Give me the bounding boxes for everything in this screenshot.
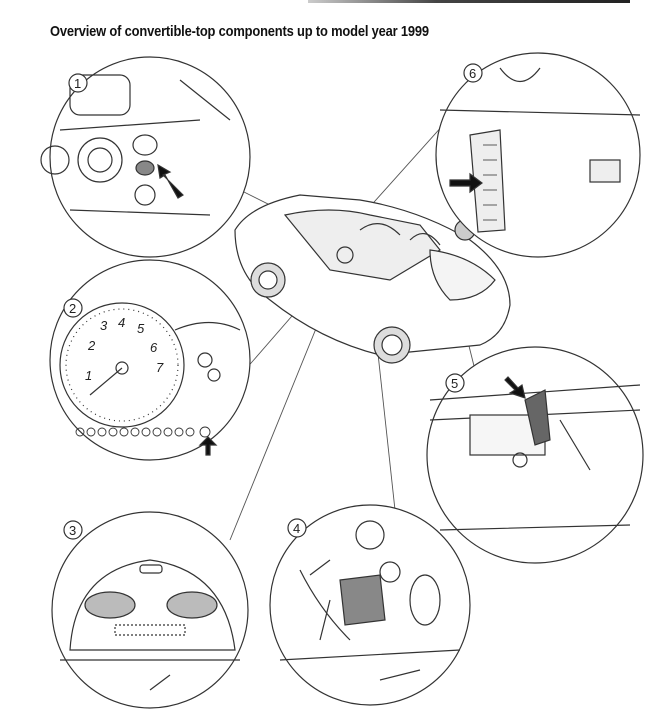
callout-4: 4 (293, 521, 300, 536)
gauge-number: 7 (156, 360, 164, 375)
page-title: Overview of convertible-top components u… (50, 23, 429, 40)
callout-badge (68, 73, 88, 93)
detail-circle-4: 4 (269, 504, 471, 706)
car-illustration (234, 194, 511, 364)
gauge-number: 5 (137, 321, 145, 336)
callout-2: 2 (69, 301, 76, 316)
gauge-number: 1 (85, 368, 92, 383)
detail-circle-3: 3 (51, 511, 249, 709)
detail-circle-1: 1 (40, 56, 251, 258)
callout-6: 6 (469, 66, 476, 81)
gauge-number: 3 (100, 318, 108, 333)
callout-5: 5 (451, 376, 458, 391)
detail-circle-2: 1 2 3 4 5 6 7 2 (49, 259, 251, 461)
header-rule (308, 0, 630, 3)
gauge-number: 2 (87, 338, 96, 353)
detail-circle-6: 6 (435, 52, 641, 258)
detail-circle-5: 5 (426, 346, 644, 564)
callout-3: 3 (69, 523, 76, 538)
gauge-number: 6 (150, 340, 158, 355)
gauge-number: 4 (118, 315, 125, 330)
callout-1: 1 (74, 76, 81, 91)
